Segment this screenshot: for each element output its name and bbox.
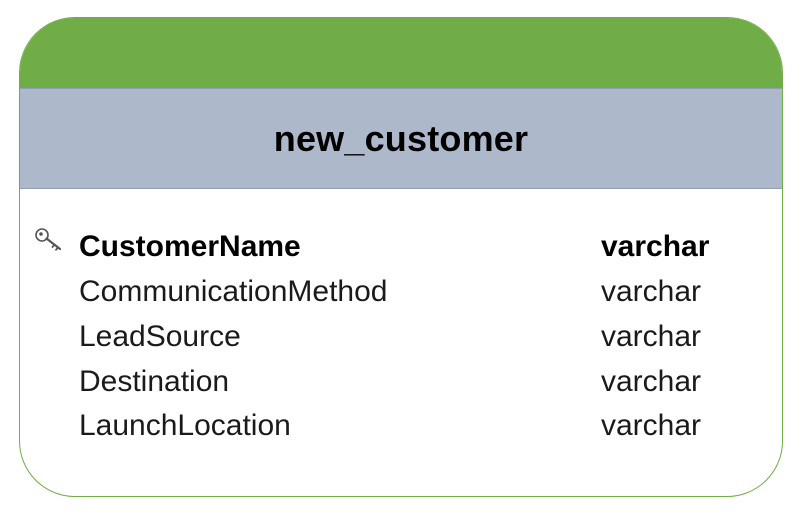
field-name: CustomerName [79, 230, 301, 264]
field-type: varchar [601, 319, 702, 353]
key-icon [34, 227, 64, 253]
field-type: varchar [601, 230, 710, 264]
field-row-communicationmethod: CommunicationMethod varchar [20, 270, 782, 315]
field-type: varchar [601, 409, 702, 443]
field-type: varchar [601, 364, 702, 398]
entity-header: new_customer [20, 88, 782, 189]
field-name: Destination [79, 364, 230, 398]
entity-top-band [20, 18, 782, 88]
entity-title: new_customer [273, 117, 529, 159]
field-row-leadsource: LeadSource varchar [20, 315, 782, 360]
field-row-customername: CustomerName varchar [20, 225, 782, 270]
field-name: CommunicationMethod [79, 275, 388, 309]
field-row-destination: Destination varchar [20, 359, 782, 404]
field-name: LaunchLocation [79, 409, 291, 443]
entity-box: new_customer CustomerName varchar Commun… [19, 17, 783, 497]
field-list: CustomerName varchar CommunicationMethod… [20, 225, 782, 449]
field-type: varchar [601, 275, 702, 309]
field-row-launchlocation: LaunchLocation varchar [20, 404, 782, 449]
field-name: LeadSource [79, 319, 241, 353]
